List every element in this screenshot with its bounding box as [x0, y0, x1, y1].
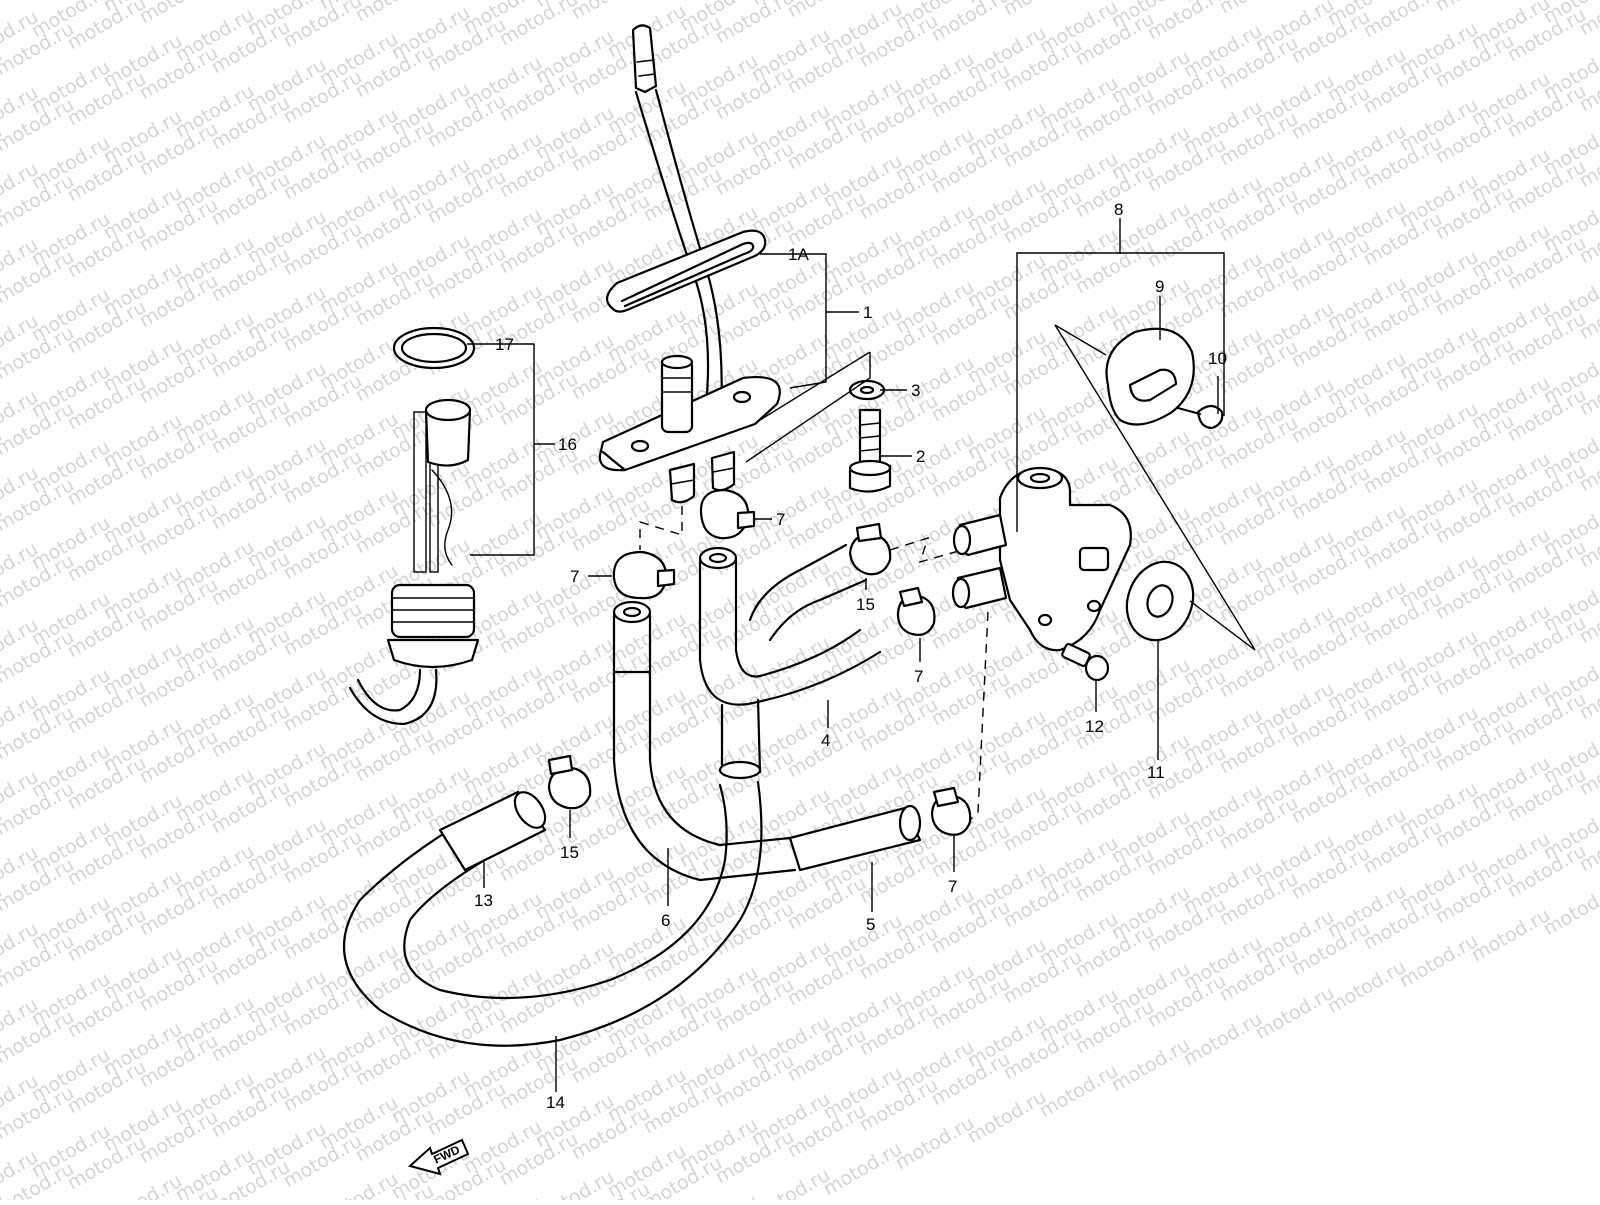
watermark-text: motod.ru [1540, 878, 1600, 941]
hose-6-end [614, 602, 650, 622]
callout-8: 8 [1114, 200, 1123, 219]
fuel-cock-body [662, 360, 692, 432]
callout-1a: 1A [788, 245, 809, 264]
callout-7-upper: 7 [776, 510, 785, 529]
watermark-text: motod.ru [100, 1170, 186, 1200]
callout-11: 11 [1147, 763, 1165, 782]
watermark-text: motod.ru [1324, 956, 1410, 1019]
callout-17: 17 [495, 335, 514, 354]
watermark-text: motod.ru [1252, 982, 1338, 1045]
callout-9: 9 [1155, 277, 1164, 296]
washer-3 [850, 381, 884, 399]
clamp-7-right [898, 588, 934, 635]
watermark-text: motod.ru [1468, 904, 1554, 967]
callout-16: 16 [558, 435, 577, 454]
clamp-15-upper [850, 524, 890, 574]
callout-15-upper: 15 [856, 595, 875, 614]
callout-7-lower: 7 [948, 877, 957, 896]
watermark-text: motod.ru [892, 1112, 978, 1175]
callout-2: 2 [916, 447, 925, 466]
callout-6: 6 [661, 911, 670, 930]
watermark-text: motod.ru [1036, 1060, 1122, 1123]
watermark-text: motod.ru [1108, 1034, 1194, 1097]
callout-13: 13 [474, 891, 493, 910]
callout-7-right: 7 [914, 667, 923, 686]
callout-4: 4 [821, 731, 830, 750]
watermark-text: motod.ru [136, 0, 222, 28]
bolt-12-head [1086, 656, 1108, 680]
callout-10: 10 [1208, 349, 1227, 368]
callout-15-lower: 15 [560, 843, 579, 862]
callout-7-left: 7 [570, 567, 579, 586]
valve-knob-9 [1107, 329, 1194, 425]
callout-1: 1 [863, 303, 872, 322]
watermark-text: motod.ru [964, 1086, 1050, 1149]
watermark-text: motod.ru [1396, 930, 1482, 993]
clamp-7-lower [932, 788, 970, 835]
callout-5: 5 [866, 915, 875, 934]
sensor-nut [388, 640, 478, 667]
callout-14: 14 [546, 1093, 565, 1112]
hose-4-end [700, 548, 736, 568]
watermark-text: motod.ru [352, 0, 438, 26]
callout-12: 12 [1085, 717, 1104, 736]
watermark-text: motod.ru [820, 1138, 906, 1200]
watermark-text: motod.ru [1180, 1008, 1266, 1071]
callout-3: 3 [911, 381, 920, 400]
sensor-threaded-body [392, 585, 474, 637]
